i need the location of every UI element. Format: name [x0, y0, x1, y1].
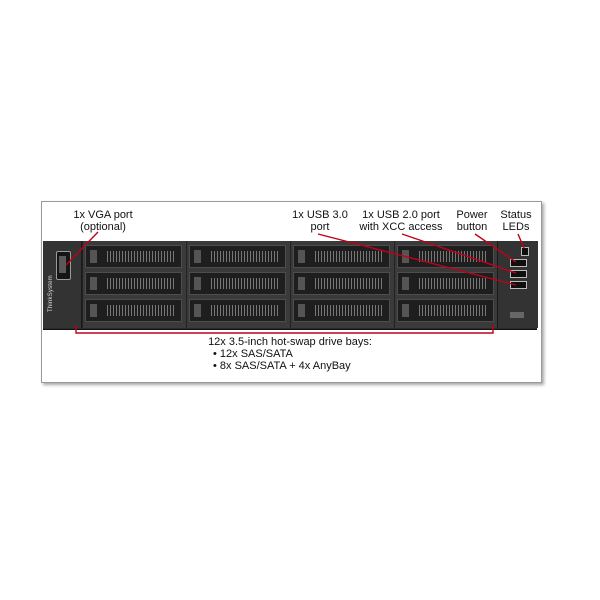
drive-latch-icon — [90, 277, 97, 290]
callout-status-line1: Status — [500, 209, 532, 221]
status-led-icon — [521, 247, 529, 256]
vga-port-pins — [59, 256, 66, 273]
drive-vent-mesh — [418, 251, 487, 262]
drive-vent-mesh — [210, 305, 279, 316]
drive-bay[interactable] — [397, 272, 494, 295]
drive-vent-mesh — [314, 305, 383, 316]
drive-vent-mesh — [210, 278, 279, 289]
drive-bay[interactable] — [189, 299, 286, 322]
drive-vent-mesh — [106, 251, 175, 262]
drive-bay[interactable] — [397, 299, 494, 322]
drive-latch-icon — [298, 304, 305, 317]
drive-latch-icon — [402, 250, 409, 263]
callout-usb3-line1: 1x USB 3.0 — [292, 209, 348, 221]
drive-latch-icon — [298, 250, 305, 263]
usb2-port-icon — [510, 270, 527, 278]
callout-usb2-line1: 1x USB 2.0 port — [362, 209, 440, 221]
drive-bays-option-1: • 12x SAS/SATA — [213, 348, 293, 360]
drive-latch-icon — [194, 250, 201, 263]
callout-power-line1: Power — [456, 209, 488, 221]
drive-bays-option-2: • 8x SAS/SATA + 4x AnyBay — [213, 360, 351, 372]
callout-usb2: 1x USB 2.0 port with XCC access — [355, 209, 447, 233]
callout-power: Power button — [451, 209, 493, 233]
drive-latch-icon — [402, 277, 409, 290]
drive-latch-icon — [298, 277, 305, 290]
callout-status: Status LEDs — [496, 209, 536, 233]
drive-vent-mesh — [314, 251, 383, 262]
drive-vent-mesh — [210, 251, 279, 262]
drive-bay[interactable] — [293, 272, 390, 295]
drive-bay[interactable] — [85, 245, 182, 268]
drive-latch-icon — [90, 304, 97, 317]
drive-bay[interactable] — [293, 299, 390, 322]
drive-latch-icon — [90, 250, 97, 263]
drive-bay[interactable] — [189, 272, 286, 295]
callout-usb2-line2: with XCC access — [359, 221, 443, 233]
usb3-port-icon — [510, 281, 527, 289]
drive-latch-icon — [194, 304, 201, 317]
drive-latch-icon — [402, 304, 409, 317]
drive-vent-mesh — [106, 278, 175, 289]
drive-bay[interactable] — [397, 245, 494, 268]
drive-bay[interactable] — [85, 299, 182, 322]
drive-bay[interactable] — [293, 245, 390, 268]
callout-vga: 1x VGA port (optional) — [66, 209, 140, 233]
id-tag-icon — [510, 312, 524, 318]
callout-vga-line2: (optional) — [80, 221, 126, 233]
brand-label: ThinkSystem — [48, 275, 54, 312]
drive-bays-title: 12x 3.5-inch hot-swap drive bays: — [208, 336, 372, 348]
callout-power-line2: button — [456, 221, 488, 233]
drive-vent-mesh — [106, 305, 175, 316]
drive-vent-mesh — [418, 305, 487, 316]
power-button-icon — [510, 259, 527, 267]
drive-bay[interactable] — [189, 245, 286, 268]
drive-latch-icon — [194, 277, 201, 290]
callout-vga-line1: 1x VGA port — [73, 209, 133, 221]
callout-usb3-line2: port — [310, 221, 330, 233]
callout-status-line2: LEDs — [502, 221, 530, 233]
drive-bay[interactable] — [85, 272, 182, 295]
drive-vent-mesh — [314, 278, 383, 289]
callout-usb3: 1x USB 3.0 port — [283, 209, 357, 233]
drive-vent-mesh — [418, 278, 487, 289]
